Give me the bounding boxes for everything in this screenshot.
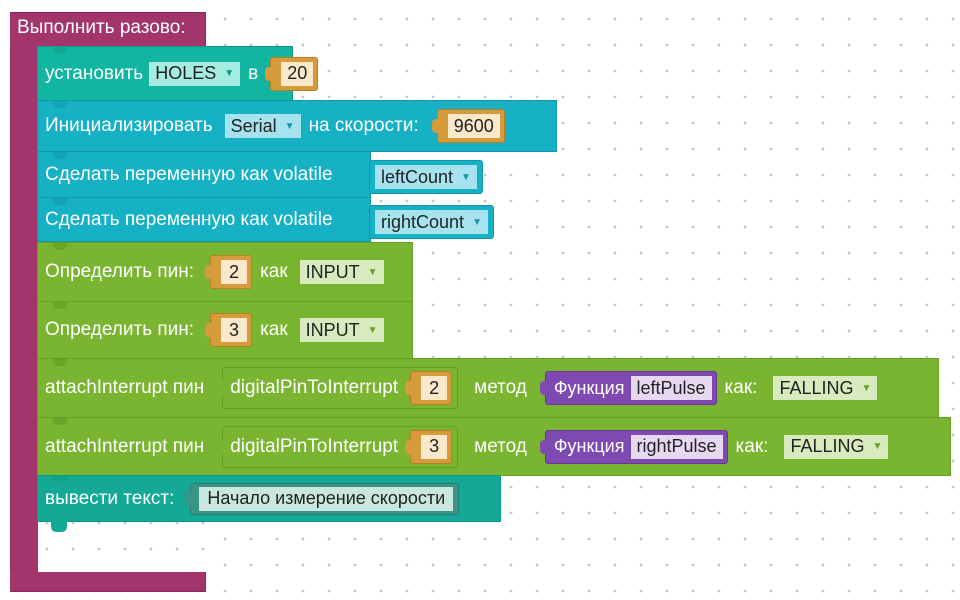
in-label: в <box>248 62 259 84</box>
block-notch <box>53 100 67 108</box>
pin-number-block[interactable]: 2 <box>205 255 253 289</box>
number-field[interactable]: 20 <box>281 61 314 86</box>
pin-number-field[interactable]: 2 <box>421 376 448 400</box>
number-field[interactable]: 9600 <box>447 114 500 138</box>
variable-getter: rightCount ▼ <box>369 205 494 239</box>
as-label: как <box>260 319 288 340</box>
dropdown-arrow-icon: ▼ <box>861 382 872 394</box>
dropdown-arrow-icon: ▼ <box>872 441 883 452</box>
block-notch <box>53 197 67 205</box>
attach-interrupt-block-1[interactable]: attachInterrupt пин digitalPinToInterrup… <box>37 358 939 418</box>
block-notch <box>53 46 67 54</box>
variable-dropdown-value: leftCount <box>381 166 454 187</box>
variable-dropdown[interactable]: HOLES ▼ <box>149 61 241 86</box>
setup-block-footer <box>10 572 206 592</box>
dropdown-arrow-icon: ▼ <box>224 68 235 79</box>
serial-init-block[interactable]: Инициализировать Serial ▼ на скорости: 9… <box>37 100 557 152</box>
pin-mode-value: INPUT <box>305 261 360 282</box>
setup-block-header-ext <box>10 12 206 46</box>
speed-label: на скорости: <box>308 115 419 136</box>
dropdown-arrow-icon: ▼ <box>461 171 471 183</box>
pin-number-block[interactable]: 2 <box>405 371 453 405</box>
interrupt-mode-value: FALLING <box>779 377 854 398</box>
setup-block-title-clone: Выполнить разово: <box>17 17 186 38</box>
interrupt-mode-value: FALLING <box>790 436 865 456</box>
pin-number-field[interactable]: 3 <box>421 434 448 459</box>
serial-port-value: Serial <box>230 115 277 136</box>
block-notch <box>53 417 67 425</box>
pin-number-block[interactable]: 3 <box>205 313 253 347</box>
volatile-block-1[interactable]: Сделать переменную как volatile <box>37 151 371 198</box>
volatile-var-2[interactable]: rightCount ▼ <box>369 205 494 239</box>
variable-dropdown-value: HOLES <box>155 63 217 83</box>
pin-number-field[interactable]: 2 <box>221 260 248 284</box>
block-notch <box>53 301 67 309</box>
print-text-block[interactable]: вывести текст: Начало измерение скорости <box>37 475 501 522</box>
variable-dropdown[interactable]: leftCount ▼ <box>375 165 477 189</box>
pin-number-block[interactable]: 3 <box>405 429 453 464</box>
text-string-field[interactable]: Начало измерение скорости <box>199 486 454 511</box>
method-label: метод <box>474 377 527 398</box>
volatile-label: Сделать переменную как volatile <box>45 163 333 185</box>
volatile-block-2[interactable]: Сделать переменную как volatile <box>37 197 371 242</box>
variable-getter: leftCount ▼ <box>369 160 483 194</box>
pin-mode-dropdown[interactable]: INPUT ▼ <box>299 318 384 342</box>
pin-mode-block-1[interactable]: Определить пин: 2 как INPUT ▼ <box>37 242 413 302</box>
pin-mode-value: INPUT <box>305 319 360 340</box>
as-label: как <box>260 261 288 282</box>
pin-mode-dropdown[interactable]: INPUT ▼ <box>299 260 384 284</box>
digital-pin-to-interrupt-block[interactable]: digitalPinToInterrupt 2 <box>217 367 459 409</box>
attach-interrupt-label: attachInterrupt пин <box>45 377 205 398</box>
as-label: как: <box>724 377 758 398</box>
print-text-label: вывести текст: <box>45 487 175 509</box>
set-variable-label: установить <box>45 62 144 84</box>
method-label: метод <box>474 435 527 457</box>
block-notch <box>53 242 67 250</box>
digital-pin-to-interrupt-block[interactable]: digitalPinToInterrupt 3 <box>217 425 459 468</box>
interrupt-mode-dropdown[interactable]: FALLING ▼ <box>784 434 889 459</box>
function-block[interactable]: Функция leftPulse <box>539 371 717 405</box>
dropdown-arrow-icon: ▼ <box>472 216 482 228</box>
volatile-var-1[interactable]: leftCount ▼ <box>369 160 483 194</box>
pin-mode-block-2[interactable]: Определить пин: 3 как INPUT ▼ <box>37 301 413 359</box>
set-variable-block[interactable]: установить HOLES ▼ в 20 <box>37 46 319 101</box>
serial-port-dropdown[interactable]: Serial ▼ <box>224 114 301 138</box>
digital-pin-to-interrupt-label: digitalPinToInterrupt <box>230 435 399 457</box>
number-block[interactable]: 9600 <box>431 109 505 143</box>
dropdown-arrow-icon: ▼ <box>284 120 295 132</box>
dropdown-arrow-icon: ▼ <box>367 266 378 278</box>
attach-interrupt-block-2[interactable]: attachInterrupt пин digitalPinToInterrup… <box>37 417 951 476</box>
block-notch <box>53 475 67 483</box>
function-label: Функция <box>553 436 625 456</box>
block-notch <box>53 358 67 366</box>
pin-mode-label: Определить пин: <box>45 319 195 340</box>
number-block[interactable]: 20 <box>265 56 319 91</box>
print-block-bottom-tab <box>51 520 67 532</box>
volatile-label: Сделать переменную как volatile <box>45 208 333 230</box>
serial-init-label: Инициализировать <box>45 115 213 136</box>
attach-interrupt-label: attachInterrupt пин <box>45 435 205 457</box>
interrupt-mode-dropdown[interactable]: FALLING ▼ <box>773 376 878 400</box>
pin-number-field[interactable]: 3 <box>221 318 248 342</box>
function-name-field[interactable]: leftPulse <box>630 376 712 400</box>
variable-dropdown[interactable]: rightCount ▼ <box>375 210 488 234</box>
as-label: как: <box>735 435 769 457</box>
text-string-block[interactable]: Начало измерение скорости <box>185 482 460 515</box>
digital-pin-to-interrupt-label: digitalPinToInterrupt <box>230 377 399 398</box>
dropdown-arrow-icon: ▼ <box>367 324 378 336</box>
function-block[interactable]: Функция rightPulse <box>539 429 728 464</box>
function-name-field[interactable]: rightPulse <box>630 434 723 459</box>
block-notch <box>53 151 67 159</box>
function-label: Функция <box>553 377 625 398</box>
variable-dropdown-value: rightCount <box>381 211 465 232</box>
pin-mode-label: Определить пин: <box>45 261 195 282</box>
